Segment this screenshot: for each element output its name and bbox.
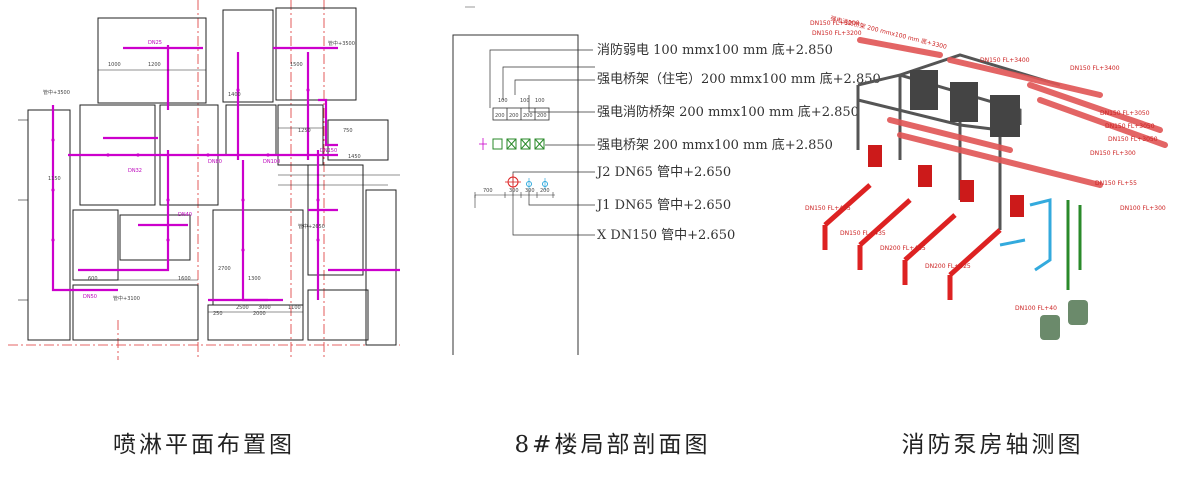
cyan-pipes	[999, 198, 1052, 272]
plan-dim-4: 1500	[290, 62, 303, 68]
plan-dim-8: 1150	[48, 176, 61, 182]
axon-svg: 强电消防桥架 200 mmx100 mm 底+3300	[805, 14, 1168, 340]
pump-room-axonometric: 强电消防桥架 200 mmx100 mm 底+3300	[800, 0, 1185, 410]
axon-label-6: DN150 FL+3050	[1105, 123, 1155, 130]
top-dim-6: 200	[523, 113, 533, 119]
plan-dim-2: 1200	[148, 62, 161, 68]
axon-label-4: DN150 FL+3400	[1070, 65, 1120, 72]
pipe-tag-2: 管中+3500	[328, 40, 355, 47]
axon-label-3: DN150 FL+3400	[980, 57, 1030, 64]
plan-dim-15: 2000	[253, 311, 266, 317]
tray-boxes	[492, 138, 545, 150]
section-label-1: 消防弱电 100 mmx100 mm 底+2.850	[597, 42, 833, 58]
caption-section: 8#楼局部剖面图	[514, 432, 711, 458]
section-frame	[452, 6, 579, 355]
plan-dim-7: 1100	[288, 305, 301, 311]
axis-lines	[8, 0, 400, 360]
plan-dim-1: 1000	[108, 62, 121, 68]
suction-pipes	[822, 183, 1002, 300]
top-dim-7: 200	[537, 113, 547, 119]
axon-label-5: DN150 FL+3050	[1100, 110, 1150, 117]
section-bottom-dims: 700 300 300 200	[483, 188, 550, 194]
axon-label-14: DN100 FL+40	[1015, 305, 1057, 312]
axon-label-15: DN150 FL+300	[1090, 150, 1136, 157]
section-label-4: 强电桥架 200 mmx100 mm 底+2.850	[597, 137, 833, 153]
pipe-sections	[505, 174, 548, 190]
plan-dim-17: 600	[88, 276, 98, 282]
axon-label-9: DN150 FL+435	[805, 205, 851, 212]
caption-sprinkler-plan: 喷淋平面布置图	[113, 432, 295, 458]
room-walls	[27, 7, 397, 346]
top-dim-4: 200	[495, 113, 505, 119]
axon-label-1: DN150 FL+3200	[810, 20, 860, 27]
tray-marker-icon	[479, 138, 487, 150]
section-top-dims: 100 100 100 200 200 200 200	[495, 98, 547, 119]
plan-annotations: 1000 1200 1400 1500 2500 3000 1100 1150 …	[43, 40, 361, 317]
bottom-dim-4: 200	[540, 188, 550, 194]
plan-dim-14: 1600	[178, 276, 191, 282]
sprinkler-pipes	[51, 45, 400, 302]
axon-label-13: DN150 FL+55	[1095, 180, 1137, 187]
pipe-label-7: DN150	[320, 148, 337, 154]
pipe-label-3: DN40	[178, 212, 192, 218]
section-label-6: J1 DN65 管中+2.650	[595, 198, 731, 213]
sprinkler-plan-drawing: 1000 1200 1400 1500 2500 3000 1100 1150 …	[8, 0, 400, 410]
top-dim-1: 100	[498, 98, 508, 104]
pipe-label-4: DN50	[83, 294, 97, 300]
bottom-dim-3: 300	[525, 188, 535, 194]
top-dim-3: 100	[535, 98, 545, 104]
header-pipes	[857, 37, 1168, 188]
section-label-7: X DN150 管中+2.650	[597, 228, 735, 243]
caption-pump-room: 消防泵房轴测图	[901, 432, 1084, 458]
plan-dim-10: 750	[343, 128, 353, 134]
pump-units	[868, 145, 1024, 217]
plan-dim-3: 1400	[228, 92, 241, 98]
axon-pipe-labels: DN150 FL+3200 DN150 FL+3200 DN150 FL+340…	[805, 20, 1166, 312]
plan-svg: 1000 1200 1400 1500 2500 3000 1100 1150 …	[8, 0, 400, 360]
leader-lines	[489, 49, 595, 236]
plan-dim-6: 3000	[258, 305, 271, 311]
bottom-dim-1: 700	[483, 188, 493, 194]
plan-dim-5: 2500	[236, 305, 249, 311]
pipe-label-6: DN100	[263, 159, 280, 165]
axon-label-12: DN200 FL+425	[925, 263, 971, 270]
section-label-5: J2 DN65 管中+2.650	[595, 165, 731, 180]
pipe-tag-4: 管中+3100	[113, 295, 140, 302]
pipe-label-5: DN80	[208, 159, 222, 165]
section-bottom-dimlines	[474, 192, 555, 208]
pipe-label-2: DN32	[128, 168, 142, 174]
section-label-3: 强电消防桥架 200 mmx100 mm 底+2.850	[597, 104, 859, 120]
axon-label-10: DN150 FL+435	[840, 230, 886, 237]
plan-dim-12: 1450	[348, 154, 361, 160]
plan-dim-16: 250	[213, 311, 223, 317]
axon-label-7: DN150 FL+3050	[1108, 136, 1158, 143]
section-labels: 消防弱电 100 mmx100 mm 底+2.850 强电桥架（住宅）200 m…	[595, 42, 881, 243]
axon-label-8: DN100 FL+300	[1120, 205, 1166, 212]
top-dim-2: 100	[520, 98, 530, 104]
tray-rack	[492, 107, 550, 121]
axon-label-2: DN150 FL+3200	[812, 30, 862, 37]
pipe-label-1: DN25	[148, 40, 162, 46]
plan-dim-13: 1300	[248, 276, 261, 282]
sprinkler-heads	[51, 88, 320, 252]
top-dim-5: 200	[509, 113, 519, 119]
section-label-2: 强电桥架（住宅）200 mmx100 mm 底+2.850	[597, 71, 881, 87]
submersible-pumps	[1040, 300, 1088, 340]
pipe-tag-3: 管中+2650	[298, 223, 325, 230]
plan-dim-9: 1250	[298, 128, 311, 134]
bottom-dim-2: 300	[509, 188, 519, 194]
dimension-lines	[18, 69, 400, 313]
section-svg: 100 100 100 200 200 200 200	[452, 6, 881, 355]
plan-dim-11: 2700	[218, 266, 231, 272]
pipe-tag-1: 管中+3500	[43, 89, 70, 96]
control-cabinets	[910, 70, 1020, 137]
section-drawing: 100 100 100 200 200 200 200	[445, 0, 881, 410]
axon-label-11: DN200 FL+435	[880, 245, 926, 252]
green-pipes	[1066, 200, 1082, 290]
